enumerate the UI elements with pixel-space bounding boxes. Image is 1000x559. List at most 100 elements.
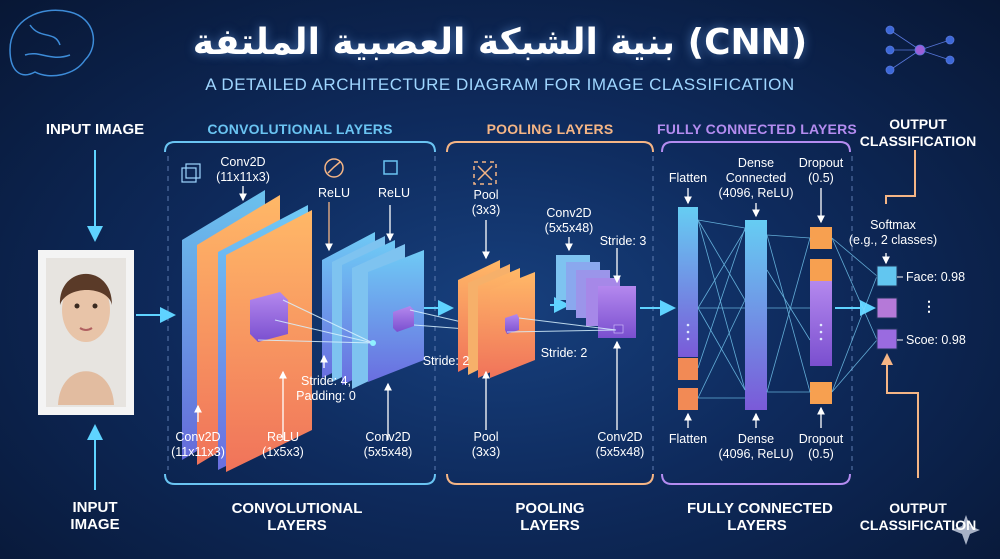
label-line: Conv2D — [546, 206, 592, 220]
section-dividers — [167, 156, 853, 470]
image-stack-icon — [181, 163, 201, 183]
dropout-bottom-label: Dropout(0.5) — [761, 432, 881, 462]
class-face-label: Face: 0.98 — [906, 270, 966, 284]
stride2-label-b: Stride: 2 — [540, 346, 588, 360]
input-image-label: INPUT IMAGE — [45, 121, 145, 138]
pool-top-label: Pool(3x3) — [426, 188, 546, 218]
label-line: (11x11x3) — [171, 445, 225, 459]
conv3-top-label: Conv2D(5x5x48) — [509, 206, 629, 236]
label-line: IMAGE — [70, 516, 120, 533]
softmax-label: Softmax(e.g., 2 classes) — [833, 218, 953, 248]
flatten-layer — [678, 207, 698, 410]
sparkle-icon — [952, 515, 980, 545]
pool-bottom-label: Pool(3x3) — [426, 430, 546, 460]
label-line: OUTPUT — [889, 500, 947, 516]
label-line: Pool — [473, 430, 499, 444]
dropout-layer — [810, 227, 832, 404]
flatten-top-label: Flatten — [668, 171, 708, 185]
flatten-bottom-label: Flatten — [668, 432, 708, 446]
dots — [686, 323, 823, 341]
pool-bottom-bracket — [446, 473, 654, 485]
label-line: Dense — [737, 432, 775, 446]
label-line: Dense — [737, 156, 775, 170]
label-line: (4096, ReLU) — [718, 447, 794, 461]
class-ellipsis: ⋮ — [922, 298, 936, 314]
label-line: OUTPUT — [889, 116, 947, 132]
label-line: LAYERS — [267, 517, 327, 534]
label-line: (5x5x48) — [363, 445, 413, 459]
label-line: CLASSIFICATION — [859, 133, 977, 149]
label-line: Dropout — [798, 156, 844, 170]
label-line: FULLY CONNECTED — [687, 500, 833, 517]
fc-section-title: FULLY CONNECTED LAYERS — [657, 121, 857, 137]
input-image — [38, 250, 134, 415]
relu-label-b: ReLU — [378, 186, 410, 200]
label-line: INPUT — [72, 499, 118, 516]
label-line: ReLU — [267, 430, 299, 444]
stride4-label: Stride: 4,Padding: 0 — [266, 374, 386, 404]
conv-block-2 — [322, 232, 424, 389]
output-node-scoe — [876, 328, 898, 350]
label-line: (e.g., 2 classes) — [848, 233, 938, 247]
conv1-top-label: Conv2D(11x11x3) — [183, 155, 303, 185]
conv3-bottom-label: Conv2D(5x5x48) — [560, 430, 680, 460]
label-line: Conv2D — [597, 430, 643, 444]
label-line: Connected — [725, 171, 787, 185]
label-line: LAYERS — [727, 517, 787, 534]
brain-icon — [9, 9, 95, 77]
stride3-label: Stride: 3 — [599, 234, 647, 248]
page-title: بنية الشبكة العصبية الملتفة (CNN) — [192, 22, 808, 63]
fc-connections — [697, 219, 878, 399]
relu-bottom-label: ReLU(1x5x3) — [223, 430, 343, 460]
label-line: Stride: 4, — [300, 374, 352, 388]
pool-block — [458, 260, 535, 378]
label-line: (4096, ReLU) — [718, 186, 794, 200]
label-line: (1x5x3) — [262, 445, 304, 459]
label-line: (5x5x48) — [544, 221, 594, 235]
conv-block-3 — [556, 255, 636, 338]
relu-icon — [324, 158, 344, 178]
network-icon — [383, 160, 398, 175]
conv-block-1 — [182, 190, 312, 472]
dense-bottom-label: Dense(4096, ReLU) — [696, 432, 816, 462]
label-line: POOLING — [515, 500, 585, 517]
class-scoe-label: Scoe: 0.98 — [906, 333, 966, 347]
page-subtitle: A DETAILED ARCHITECTURE DIAGRAM FOR IMAG… — [205, 75, 795, 94]
label-line: (3x3) — [471, 445, 501, 459]
label-line: Dropout — [798, 432, 844, 446]
pool-icon — [473, 161, 497, 185]
fc-bottom-bracket — [661, 473, 851, 485]
neural-net-icon — [885, 25, 955, 75]
label-line: LAYERS — [520, 517, 580, 534]
label-line: CLASSIFICATION — [859, 517, 977, 533]
label-line: Conv2D — [220, 155, 266, 169]
label-line: (11x11x3) — [216, 170, 270, 184]
label-line: Conv2D — [365, 430, 411, 444]
label-line: Conv2D — [175, 430, 221, 444]
label-line: Padding: 0 — [296, 389, 356, 403]
label-line: (5x5x48) — [595, 445, 645, 459]
label-line: Pool — [473, 188, 499, 202]
conv-bottom-bracket — [164, 473, 436, 485]
conv2-bottom-label: Conv2D(5x5x48) — [328, 430, 448, 460]
fc-top-bracket — [661, 141, 851, 153]
label-line: Softmax — [870, 218, 916, 232]
dense-layer — [745, 220, 767, 410]
pool-top-bracket — [446, 141, 654, 153]
label-line: (3x3) — [471, 203, 501, 217]
dropout-top-label: Dropout(0.5) — [761, 156, 881, 186]
conv-section-title: CONVOLUTIONAL LAYERS — [207, 121, 393, 137]
output-node-mid — [876, 297, 898, 319]
label-line: (0.5) — [808, 447, 834, 461]
label-line: (0.5) — [808, 171, 834, 185]
conv-top-bracket — [164, 141, 436, 153]
stride2-label-a: Stride: 2 — [422, 354, 470, 368]
